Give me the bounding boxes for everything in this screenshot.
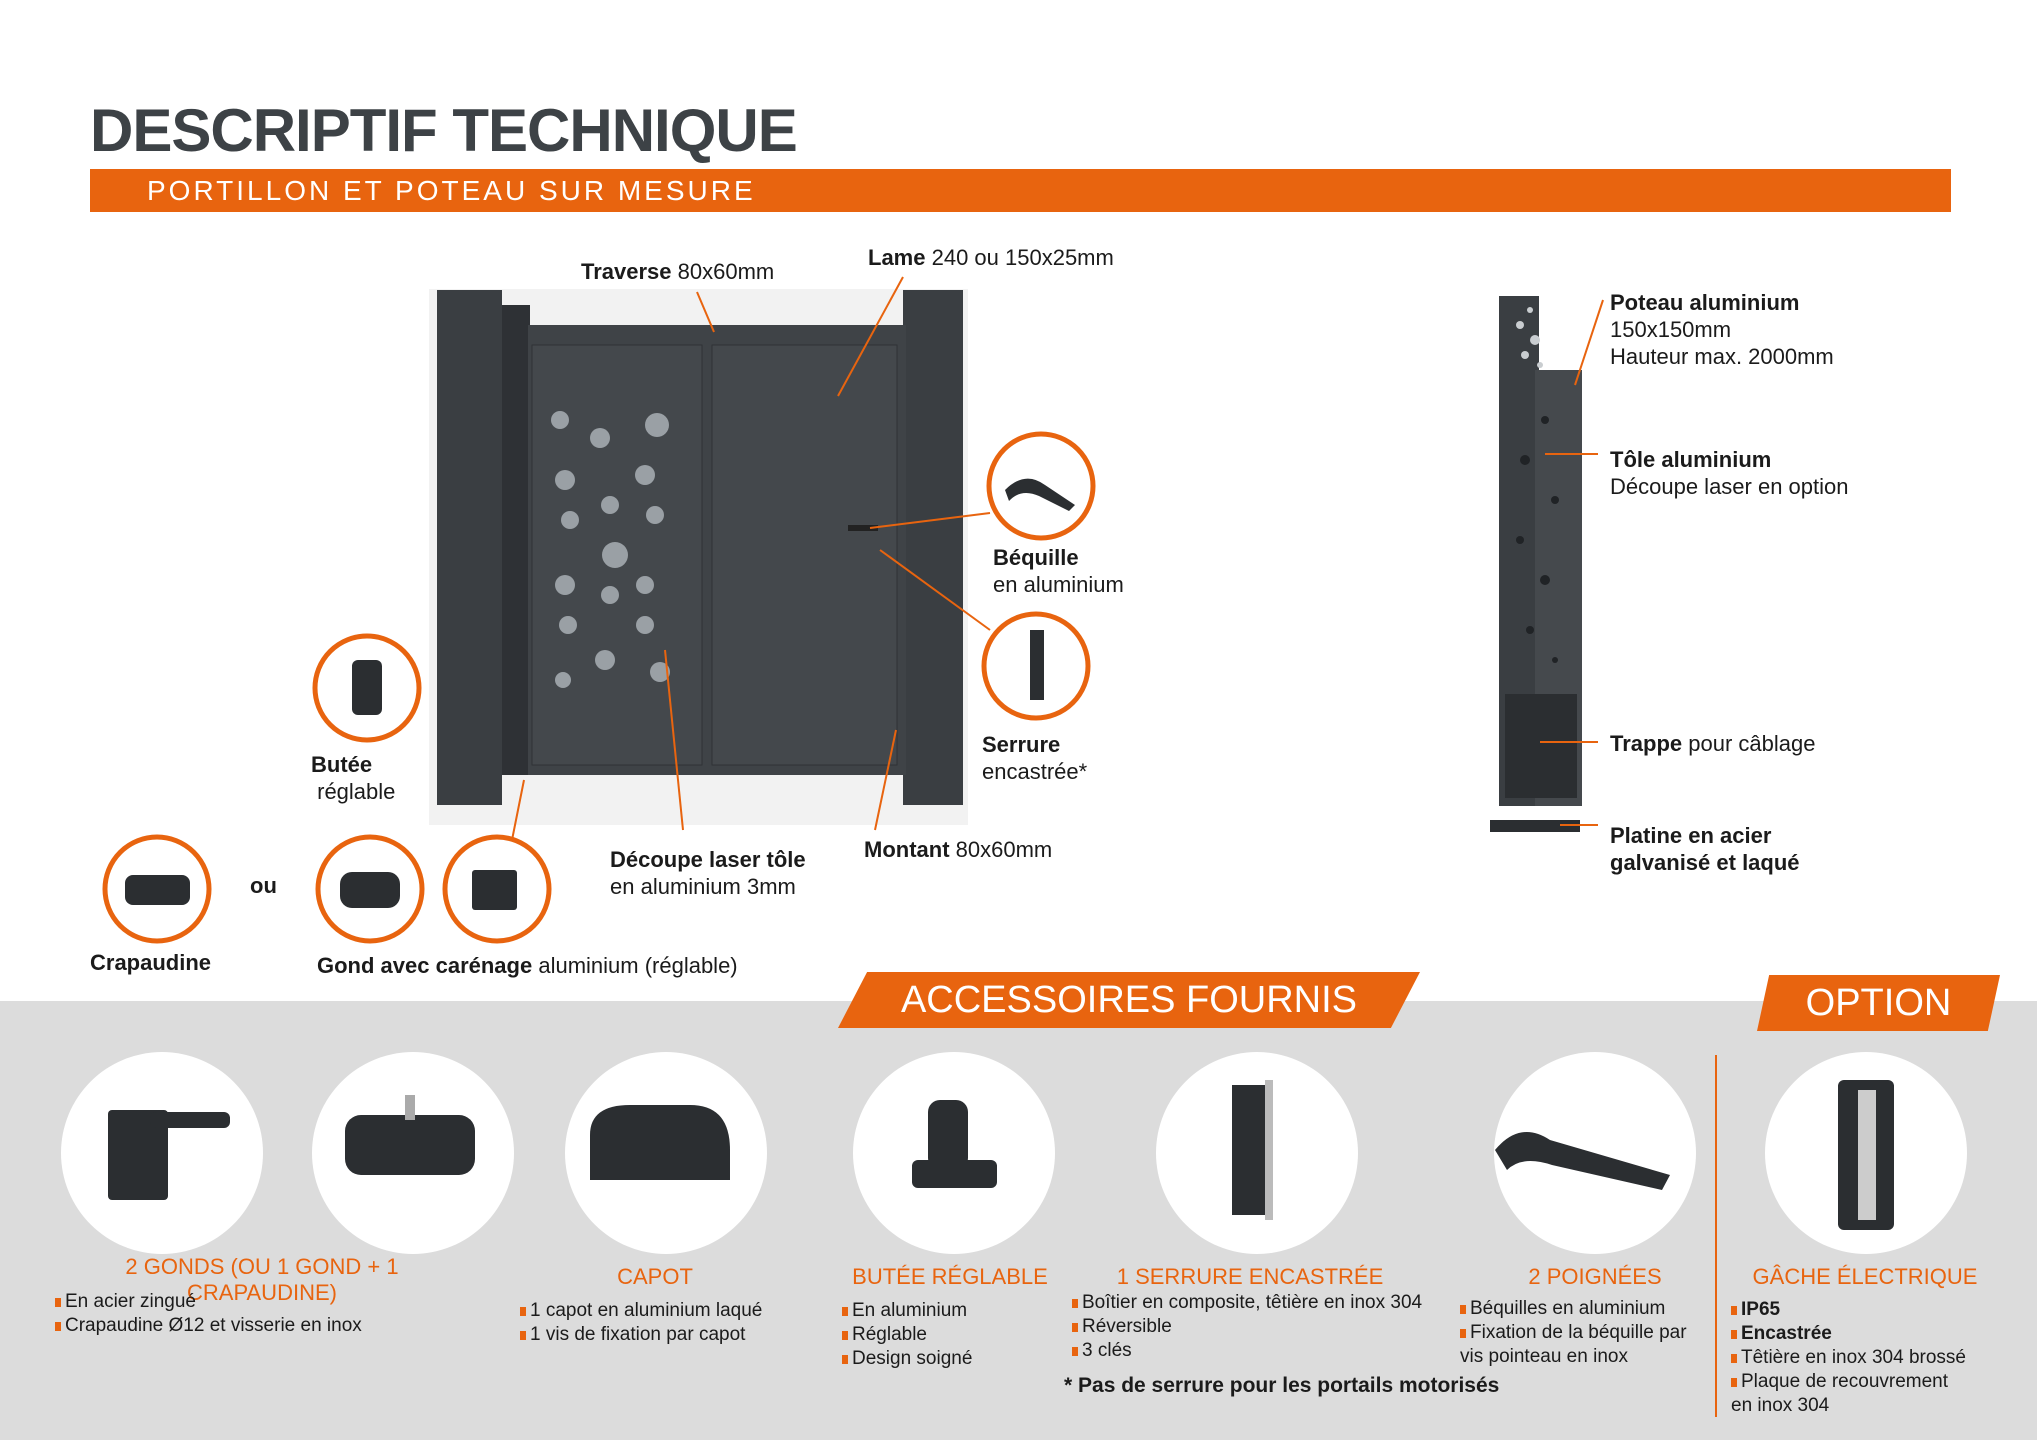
gate-illustration [429,289,968,825]
butee-label: Butée réglable [311,752,396,804]
serrure-note: * Pas de serrure pour les portails motor… [1064,1374,1500,1397]
item-title: CAPOT [617,1264,693,1289]
montant-label: Montant 80x60mm [864,837,1053,862]
gond-label: Gond avec carénage aluminium (réglable) [317,953,738,978]
subtitle-bar: PORTILLON ET POTEAU SUR MESURE [90,169,1951,212]
subtitle: PORTILLON ET POTEAU SUR MESURE [147,175,756,206]
accessoires-ribbon: ACCESSOIRES FOURNIS [838,972,1420,1028]
item-title: BUTÉE RÉGLABLE [852,1264,1048,1289]
item-title: GÂCHE ÉLECTRIQUE [1752,1264,1978,1289]
traverse-label: Traverse 80x60mm [581,259,775,284]
trappe-label: Trappe pour câblage [1610,731,1816,756]
option-ribbon: OPTION [1757,975,2000,1031]
item-bullets: Boîtier en composite, têtière en inox 30… [1072,1291,1422,1363]
page-title: DESCRIPTIF TECHNIQUE [90,97,798,164]
lame-label: Lame 240 ou 150x25mm [868,245,1114,270]
ou-label: ou [250,873,277,898]
crapaudine-label: Crapaudine [90,950,212,975]
item-title: 2 POIGNÉES [1528,1264,1662,1289]
item-title: 1 SERRURE ENCASTRÉE [1116,1264,1384,1289]
post-illustration [1490,296,1582,832]
